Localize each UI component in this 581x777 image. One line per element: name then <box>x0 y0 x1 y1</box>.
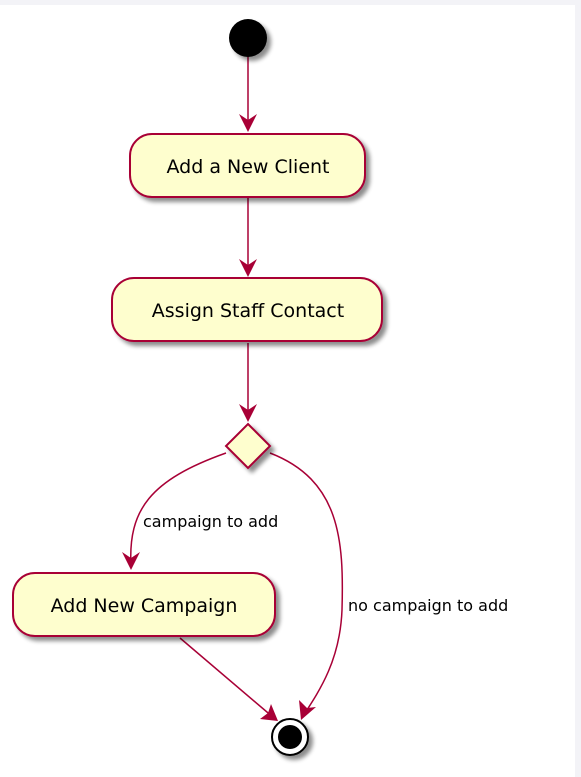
action-label: Add a New Client <box>167 156 330 178</box>
edge-add-campaign-to-end <box>179 637 275 719</box>
action-add-a-new-client[interactable]: Add a New Client <box>129 133 366 198</box>
action-assign-staff-contact[interactable]: Assign Staff Contact <box>111 277 383 342</box>
arrowhead <box>260 704 278 721</box>
arrowhead <box>299 700 316 720</box>
start-node <box>229 19 267 57</box>
arrowhead <box>239 259 257 277</box>
edge-decision-to-add-campaign <box>130 452 227 567</box>
action-label: Add New Campaign <box>51 595 238 617</box>
arrowhead <box>239 404 257 422</box>
action-add-new-campaign[interactable]: Add New Campaign <box>12 572 276 637</box>
end-node <box>271 718 309 756</box>
arrowhead <box>239 114 257 132</box>
action-label: Assign Staff Contact <box>152 300 344 322</box>
decision-node[interactable] <box>224 422 272 470</box>
edge-decision-to-end <box>269 452 344 717</box>
edge-label-no-campaign-to-add: no campaign to add <box>348 596 508 615</box>
edges <box>122 56 344 721</box>
edge-label-campaign-to-add: campaign to add <box>143 512 278 531</box>
arrowhead <box>122 552 140 570</box>
